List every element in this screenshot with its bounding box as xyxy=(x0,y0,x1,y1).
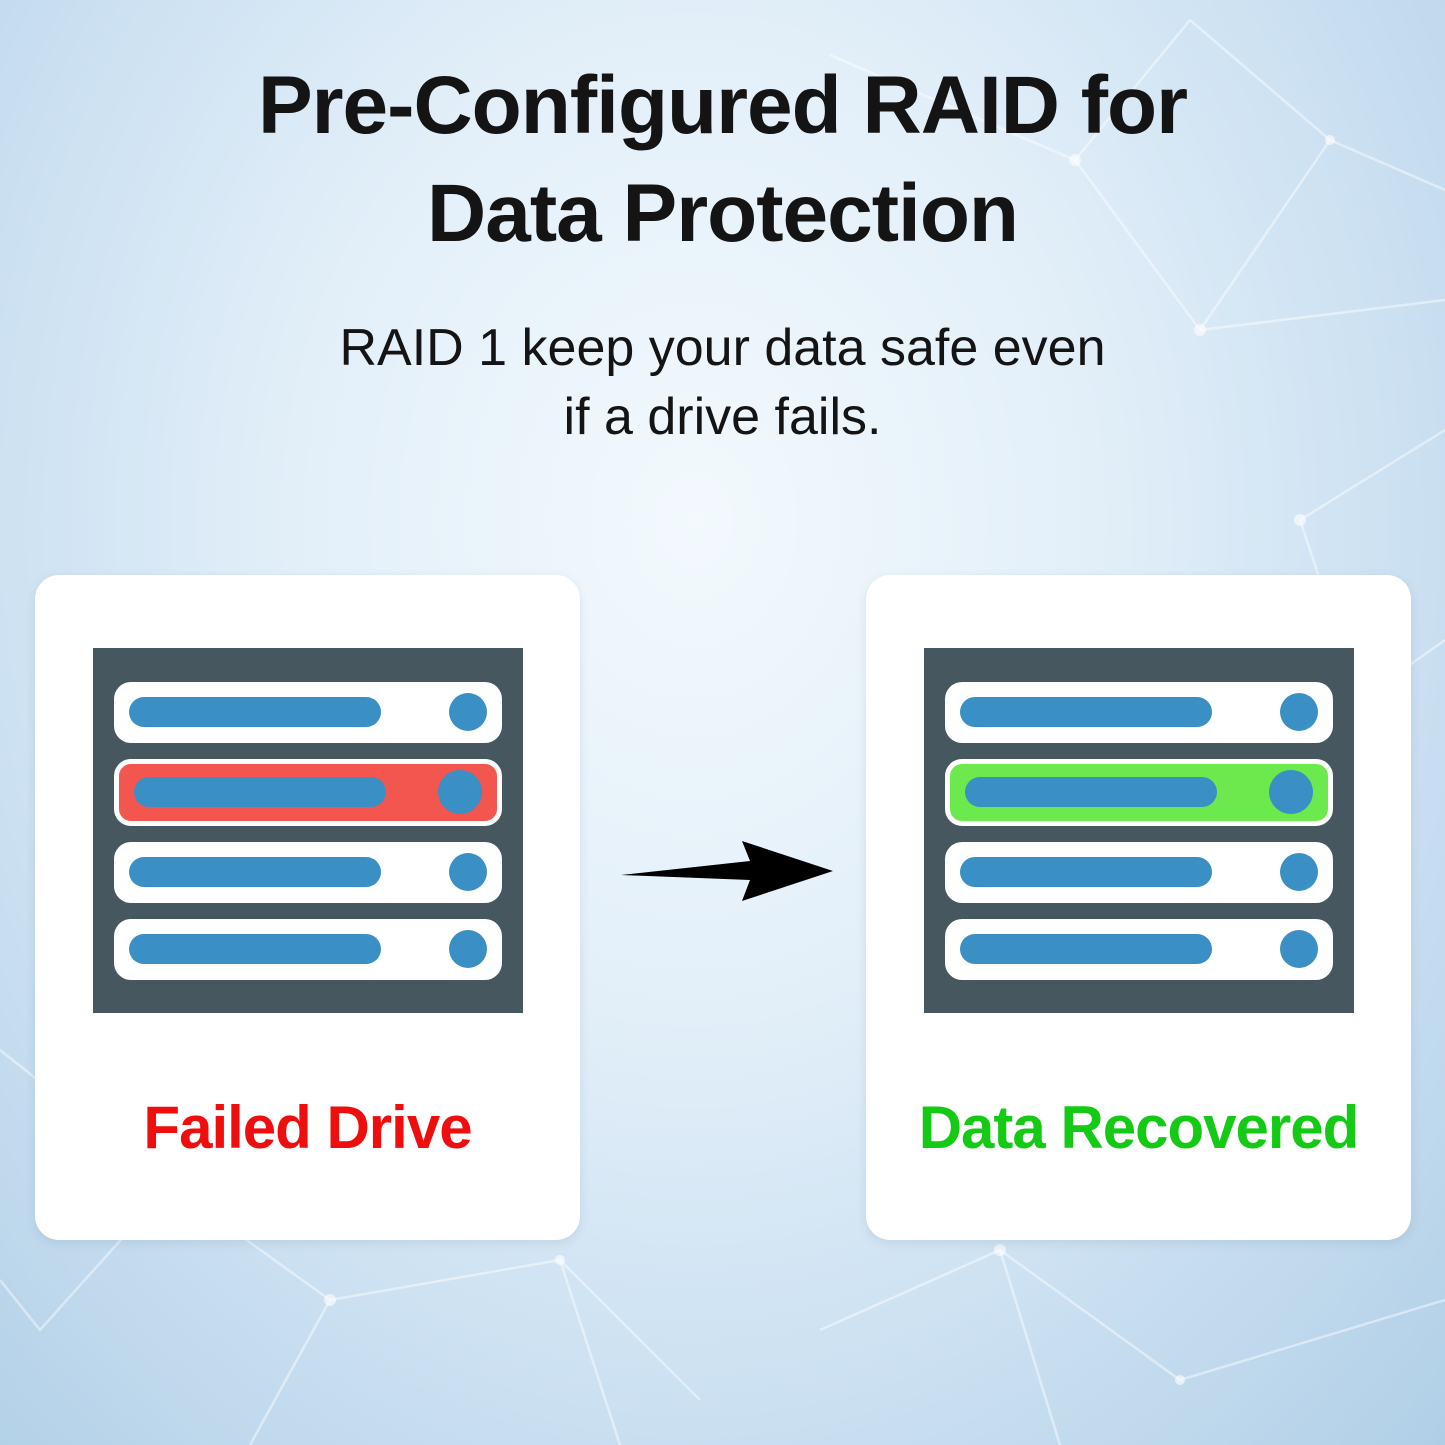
title-line-2: Data Protection xyxy=(427,168,1019,260)
drive-bar-icon xyxy=(128,934,381,964)
drive-slot-failed xyxy=(113,758,502,826)
subtitle-line-2: if a drive fails. xyxy=(563,388,882,447)
drive-enclosure-recovered xyxy=(923,648,1354,1013)
failed-drive-card: Failed Drive xyxy=(35,575,580,1240)
drive-dot-icon xyxy=(1279,930,1318,968)
failed-drive-label: Failed Drive xyxy=(143,1094,472,1161)
arrow-right-icon xyxy=(618,828,836,914)
title-line-1: Pre-Configured RAID for xyxy=(257,60,1188,151)
page-subtitle: RAID 1 keep your data safe even if a dri… xyxy=(0,314,1445,451)
drive-slot-normal xyxy=(944,918,1333,980)
drive-slot-normal xyxy=(113,681,502,743)
drive-enclosure-failed xyxy=(92,648,523,1013)
page-title: Pre-Configured RAID for Data Protection xyxy=(0,52,1445,268)
drive-dot-icon xyxy=(1268,770,1313,814)
data-recovered-card: Data Recovered xyxy=(866,575,1411,1240)
drive-slot-normal xyxy=(113,918,502,980)
page-header: Pre-Configured RAID for Data Protection … xyxy=(0,52,1445,452)
drive-slot-normal xyxy=(944,681,1333,743)
drive-bar-icon xyxy=(959,934,1212,964)
drive-dot-icon xyxy=(448,693,487,731)
drive-bar-icon xyxy=(128,857,381,887)
drive-bar-icon xyxy=(964,777,1217,807)
subtitle-line-1: RAID 1 keep your data safe even xyxy=(339,319,1106,378)
drive-slot-normal xyxy=(944,841,1333,903)
drive-dot-icon xyxy=(448,930,487,968)
drive-bar-icon xyxy=(959,697,1212,727)
drive-slot-recovered xyxy=(944,758,1333,826)
drive-bar-icon xyxy=(128,697,381,727)
data-recovered-label: Data Recovered xyxy=(918,1094,1360,1161)
drive-bar-icon xyxy=(959,857,1212,887)
drive-dot-icon xyxy=(437,770,482,814)
drive-dot-icon xyxy=(448,853,487,891)
drive-slot-normal xyxy=(113,841,502,903)
drive-bar-icon xyxy=(133,777,386,807)
drive-dot-icon xyxy=(1279,693,1318,731)
drive-dot-icon xyxy=(1279,853,1318,891)
